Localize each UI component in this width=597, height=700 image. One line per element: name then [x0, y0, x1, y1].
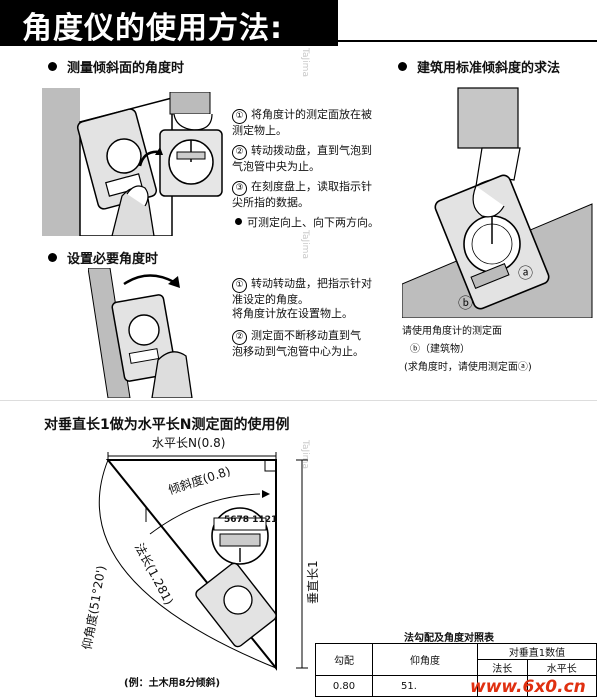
watermark: TaJima [300, 48, 310, 77]
slope-diagram [98, 452, 308, 671]
dial-scale: 5678 1121 [224, 515, 278, 525]
header-rule [338, 40, 597, 42]
building-note-2: ⓑ（建筑物） [410, 344, 470, 355]
ref-header-elevation: 仰角度 [372, 643, 478, 676]
bullet-dot-icon [398, 62, 407, 71]
measure-step-2-cont: 气泡管中央为止。 [232, 160, 320, 173]
ref-cell-elevation: 51. [372, 675, 478, 697]
ref-cell-horizontal [526, 675, 597, 697]
dial-closeup-illustration [159, 92, 223, 197]
divider [0, 400, 597, 401]
measure-illustration [42, 88, 173, 236]
building-note-1: 请使用角度计的测定面 [402, 326, 502, 337]
horizontal-length-label: 水平长N(0.8) [152, 434, 226, 451]
ref-subheader-normal: 法长 [477, 659, 528, 676]
set-angle-illustration [88, 268, 193, 398]
ref-cell-slope: 0.80 [315, 675, 373, 697]
title-banner [0, 0, 338, 46]
set-angle-step-1-cont: 准设定的角度。 [232, 293, 309, 306]
set-angle-step-1-cont2: 将角度计放在设置物上。 [232, 307, 353, 320]
set-angle-step-2-cont: 泡移动到气泡管中心为止。 [232, 345, 364, 358]
ref-table-title: 法勾配及角度对照表 [404, 633, 494, 644]
ref-header-slope: 勾配 [315, 643, 373, 676]
bullet-dot-icon [48, 62, 57, 71]
measure-note: 可测定向上、向下两方向。 [232, 216, 379, 230]
building-slope-illustration [402, 87, 593, 318]
page-title: 角度仪的使用方法: [22, 11, 283, 46]
ref-table: 勾配 仰角度 对垂直1数值 法长 水平长 0.80 51. [315, 643, 597, 697]
diagram-footnote: (例：土木用8分倾斜) [124, 678, 221, 689]
bullet-dot-icon [48, 253, 57, 262]
bullet-dot-icon [235, 218, 242, 225]
site-logo: www.6x0.cn [470, 677, 586, 697]
section-heading-measure: 测量倾斜面的角度时 [48, 57, 184, 76]
face-a-label: ⓐ [518, 264, 534, 282]
building-note-3: (求角度时，请使用测定面ⓐ) [404, 362, 532, 373]
measure-step-3-cont: 尖所指的数据。 [232, 196, 309, 209]
ref-header-vertical: 对垂直1数值 [477, 643, 597, 660]
vertical-length-label: 垂直长1 [304, 560, 321, 604]
ref-subheader-horizontal: 水平长 [526, 659, 597, 676]
section-heading-building-slope: 建筑用标准倾斜度的求法 [398, 57, 560, 76]
face-b-label: ⓑ [458, 294, 474, 312]
measure-step-1-cont: 测定物上。 [232, 124, 287, 137]
watermark: TaJima [300, 230, 310, 259]
section-heading-set-angle: 设置必要角度时 [48, 248, 158, 267]
diagram-title: 对垂直长1做为水平长N测定面的使用例 [44, 417, 290, 433]
rotate-arrow-icon [138, 147, 163, 167]
